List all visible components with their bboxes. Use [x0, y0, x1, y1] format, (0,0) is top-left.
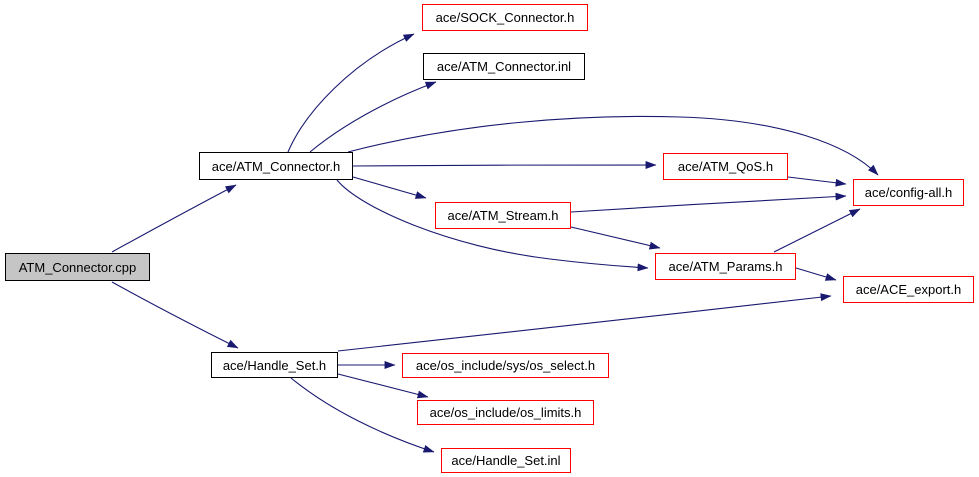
node-label: ace/ATM_Connector.h: [211, 158, 341, 174]
node-label: ace/ATM_Connector.inl: [436, 59, 572, 74]
edge-atm-connector-h-to-atm-qos-h: [352, 161, 657, 169]
edge-atm-connector-h-to-atm-connector-inl: [309, 81, 437, 153]
node-label: ace/ATM_Stream.h: [447, 208, 559, 223]
node-atm-connector-h[interactable]: ace/ATM_Connector.h: [199, 152, 353, 180]
node-label: ace/ATM_Params.h: [668, 259, 783, 274]
edge-atm-params-h-to-ace-export-h: [795, 267, 837, 281]
node-label: ace/config-all.h: [864, 185, 953, 200]
node-ace-export-h[interactable]: ace/ACE_export.h: [843, 276, 974, 303]
node-atm-connector-cpp: ATM_Connector.cpp: [5, 253, 150, 281]
node-label: ace/ACE_export.h: [855, 282, 962, 297]
edge-atm-connector-h-to-atm-params-h: [336, 179, 649, 272]
node-label: ace/os_include/sys/os_select.h: [415, 358, 596, 373]
edge-handle-set-h-to-ace-export-h: [337, 293, 832, 352]
node-label: ace/Handle_Set.inl: [451, 453, 561, 468]
node-handle-set-h[interactable]: ace/Handle_Set.h: [211, 352, 338, 378]
edge-atm-connector-cpp-to-atm-connector-h: [111, 184, 237, 253]
node-label: ace/os_include/os_limits.h: [429, 405, 582, 420]
edge-atm-connector-cpp-to-handle-set-h: [111, 281, 239, 349]
edge-handle-set-h-to-handle-set-inl: [290, 377, 435, 453]
edge-atm-qos-h-to-config-all-h: [787, 176, 847, 187]
edge-atm-params-h-to-config-all-h: [773, 208, 861, 253]
node-label: ace/Handle_Set.h: [222, 357, 327, 373]
edge-handle-set-h-to-os-limits-h: [337, 373, 429, 399]
edge-atm-stream-h-to-config-all-h: [570, 192, 847, 213]
node-atm-qos-h[interactable]: ace/ATM_QoS.h: [663, 153, 788, 180]
node-atm-params-h[interactable]: ace/ATM_Params.h: [655, 253, 796, 280]
node-os-select-h[interactable]: ace/os_include/sys/os_select.h: [402, 353, 609, 378]
edge-atm-connector-h-to-atm-stream-h: [352, 176, 427, 199]
node-atm-stream-h[interactable]: ace/ATM_Stream.h: [435, 202, 571, 229]
edge-atm-connector-h-to-sock-connector-h: [287, 33, 415, 153]
edge-atm-connector-h-to-config-all-h: [347, 115, 879, 176]
node-os-limits-h[interactable]: ace/os_include/os_limits.h: [417, 400, 594, 425]
node-label: ace/SOCK_Connector.h: [435, 10, 575, 25]
node-config-all-h[interactable]: ace/config-all.h: [853, 179, 964, 206]
edge-atm-stream-h-to-atm-params-h: [570, 226, 661, 250]
node-label: ATM_Connector.cpp: [18, 259, 137, 275]
node-handle-set-inl[interactable]: ace/Handle_Set.inl: [441, 448, 571, 473]
node-sock-connector-h[interactable]: ace/SOCK_Connector.h: [422, 4, 588, 31]
node-label: ace/ATM_QoS.h: [677, 159, 774, 174]
node-atm-connector-inl[interactable]: ace/ATM_Connector.inl: [423, 53, 585, 80]
